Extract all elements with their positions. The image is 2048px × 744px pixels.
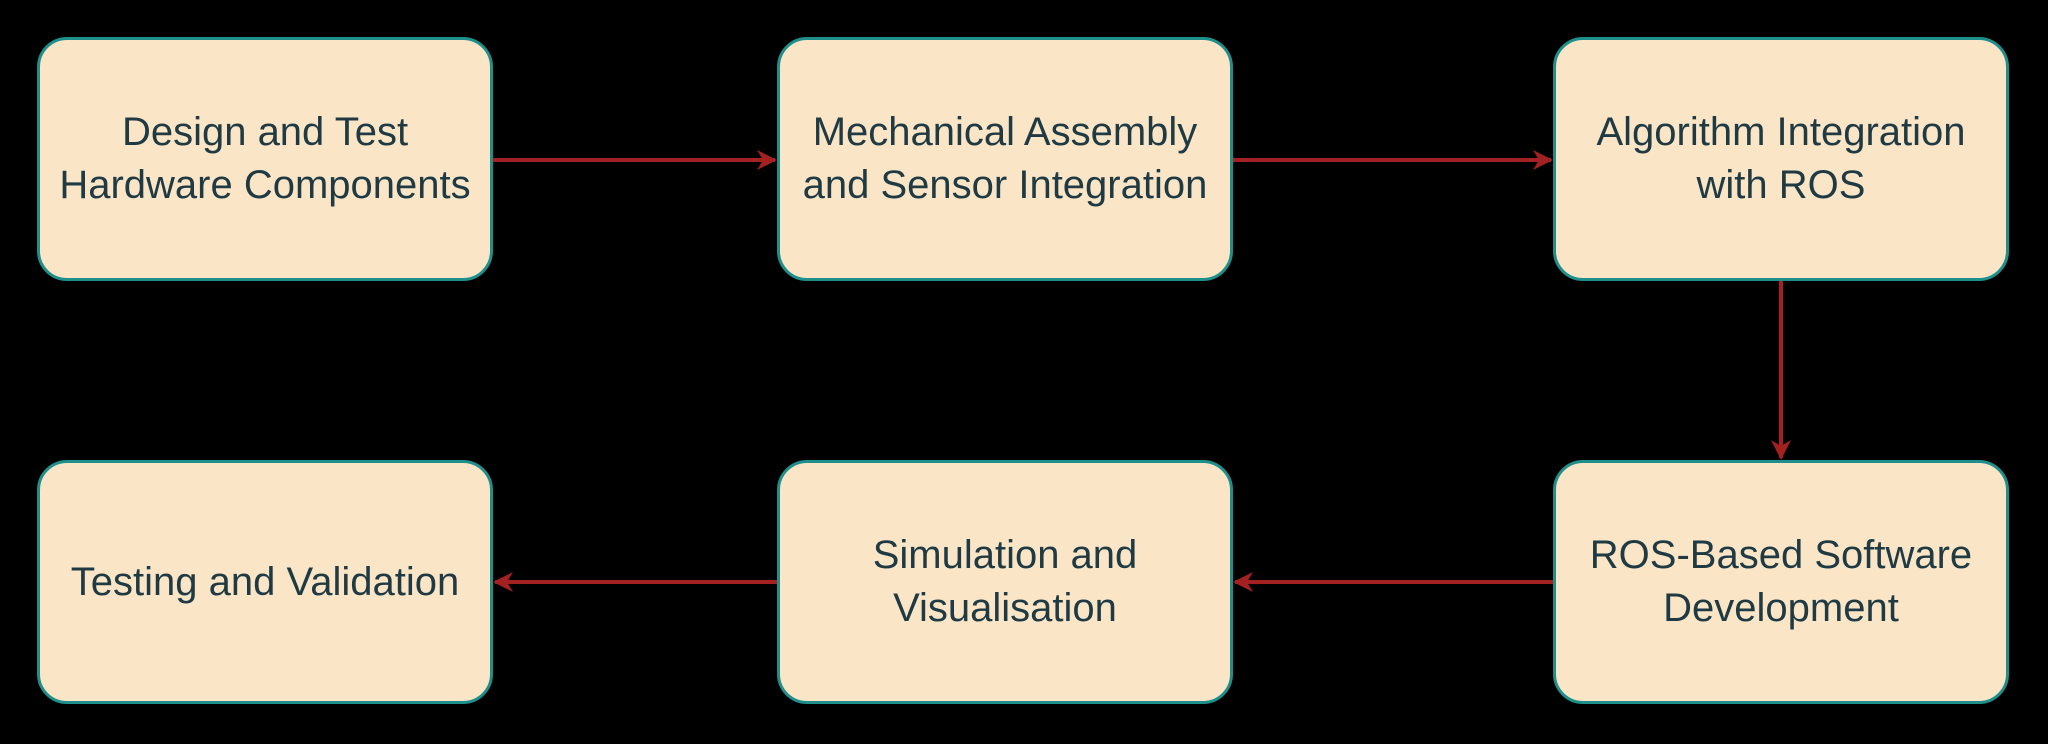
node-simulation-visualisation: Simulation and Visualisation: [777, 460, 1233, 704]
node-label: Design and Test Hardware Components: [59, 110, 471, 207]
node-algorithm-integration: Algorithm Integration with ROS: [1553, 37, 2009, 281]
node-mechanical-assembly: Mechanical Assembly and Sensor Integrati…: [777, 37, 1233, 281]
node-label: Simulation and Visualisation: [872, 533, 1138, 630]
node-testing-validation: Testing and Validation: [37, 460, 493, 704]
node-ros-software-development: ROS-Based Software Development: [1553, 460, 2009, 704]
node-label: ROS-Based Software Development: [1589, 533, 1973, 630]
node-label: Mechanical Assembly and Sensor Integrati…: [802, 110, 1208, 207]
node-design-test-hardware: Design and Test Hardware Components: [37, 37, 493, 281]
node-label: Testing and Validation: [70, 559, 460, 604]
node-label: Algorithm Integration with ROS: [1596, 110, 1966, 207]
